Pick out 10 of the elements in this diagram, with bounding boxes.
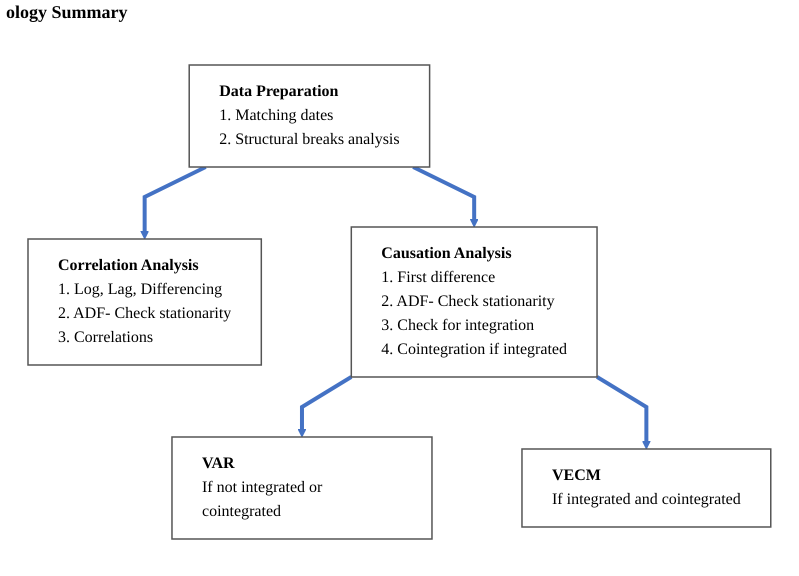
arrow [298,375,352,438]
node-box: VECM If integrated and cointegrated [521,448,772,528]
diagram-title: ology Summary [6,2,128,23]
arrow [596,375,651,450]
node-box: VAR If not integrated or cointegrated [171,436,433,540]
node-box: Data Preparation 1. Matching dates 2. Structural breaks analysis [188,64,430,168]
node-box: Correlation Analysis 1. Log, Lag, Differencing 2. ADF- Check stationarity 3. Correlations [27,238,262,366]
arrow [412,165,479,228]
node-box: Causation Analysis 1. First difference 2. ADF- Check stationarity 3. Check for integration 4. Cointegration if integrated [350,226,598,378]
arrow [140,165,207,240]
